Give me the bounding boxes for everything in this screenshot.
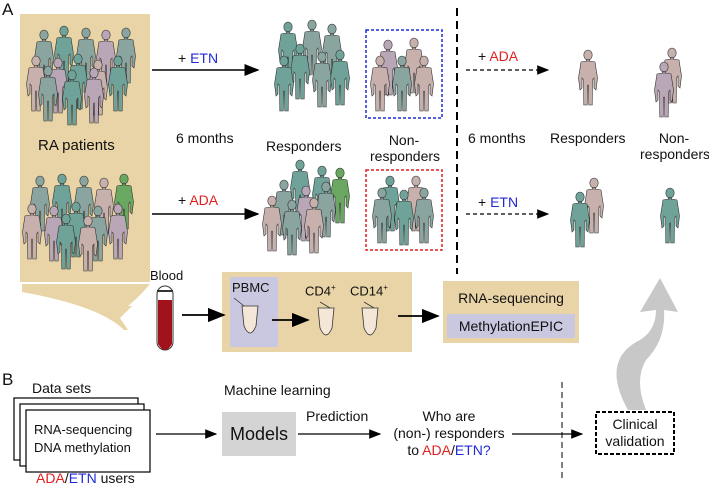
cd14-sup: + [383,283,388,292]
who-ada: ADA [422,442,451,458]
label-plus-ada-bottom: + ADA [178,192,218,208]
plus-sign: + [478,194,487,210]
who-etn: ETN [454,442,483,458]
panel-a-label: A [2,0,14,19]
who-line2: (non-) responders [393,425,505,441]
nonresponders-line2: responders [640,146,709,162]
nonresponders-line2: responders [370,148,441,164]
responders-top [274,19,350,112]
stage2-bottom [570,177,680,248]
six-months-label-2: 6 months [468,130,526,146]
etn-text: ETN [190,50,219,66]
clinical-validation-label: Clinical validation [596,416,674,450]
cd14-text: CD14 [350,283,384,299]
label-plus-ada-top: + ADA [478,48,518,64]
models-box [222,412,296,456]
ada-text: ADA [489,48,519,64]
cd4-sup: + [331,283,336,292]
models-label: Models [229,424,289,444]
label-plus-etn-top: + ETN [178,50,218,66]
responders-bottom [262,159,350,256]
who-qmark: ? [482,442,491,458]
pbmc-tube [233,297,259,334]
datasets-title: Data sets [32,380,92,396]
ada-text: ADA [189,192,219,208]
responders-label-2: Responders [550,130,626,146]
who-line3: to ADA/ETN? [386,442,512,459]
nonresponders-label-2: Non- responders [640,130,709,162]
prediction-label: Prediction [306,408,369,424]
methylation-box [447,314,575,338]
responders-label-1: Responders [266,138,342,154]
nonresponders-line1: Non- [388,132,420,148]
validation-arrow [616,278,678,410]
datasets-stack [13,397,151,473]
etn-text: ETN [490,194,519,210]
clinical-line2: validation [605,433,665,449]
methylation-epic-label: MethylationEPIC [458,318,564,334]
cd4-text: CD4 [305,283,332,299]
nonresponders-label-1: Non- responders [370,132,441,164]
who-line1: Who are [422,408,476,424]
six-months-label-1: 6 months [176,130,234,146]
users-ada: ADA [36,470,65,486]
blood-tube [156,285,174,351]
clinical-box [595,411,675,455]
nonresponders-top [370,37,434,112]
who-to: to [407,442,423,458]
stage2-top [578,47,682,118]
datasets-rna: RNA-sequencing [34,422,133,437]
nonresponders-line1: Non- [658,130,690,146]
plus-sign: + [178,50,187,66]
panel-b-label: B [2,370,14,389]
cd4-tube [317,301,335,336]
plus-sign: + [178,192,187,208]
funnel-arrow [22,284,150,330]
who-slash: / [450,442,455,458]
cd14-label: CD14+ [350,280,388,299]
pbmc-label: PBMC [232,280,270,295]
clinical-line1: Clinical [612,416,658,432]
datasets-dna: DNA methylation [34,440,131,455]
cd14-tube [361,301,379,336]
blood-label: Blood [150,268,184,283]
users-suffix: users [96,470,135,486]
label-plus-etn-bottom: + ETN [478,194,518,210]
rna-seq-label: RNA-sequencing [458,290,564,306]
users-label: ADA/ETN users [36,470,135,486]
nonresponders-box-top [365,29,443,119]
who-are-label: Who are (non-) responders to ADA/ETN? [386,408,512,459]
machine-learning-label: Machine learning [224,382,331,398]
users-slash: / [64,470,69,486]
users-etn: ETN [68,470,97,486]
plus-sign: + [478,48,487,64]
nonresponders-box-bottom [365,169,443,251]
cd4-label: CD4+ [305,280,336,299]
patients-label: RA patients [38,137,115,154]
nonresponders-bottom [372,175,434,246]
